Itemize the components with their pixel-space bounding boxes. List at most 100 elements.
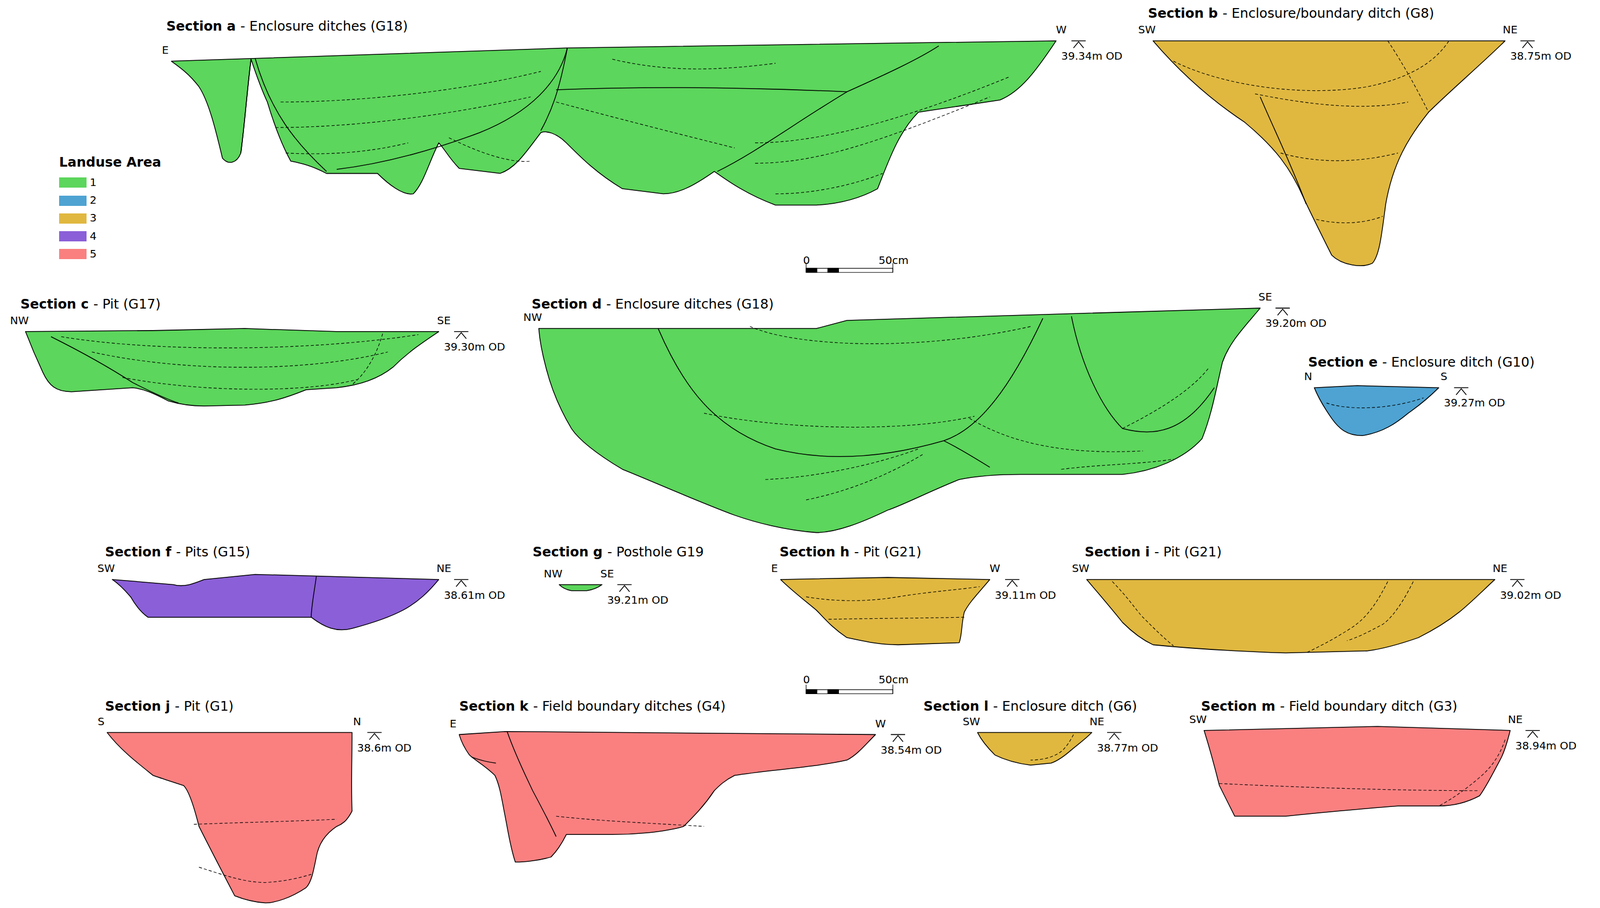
section-title: Section m — [1201, 698, 1276, 715]
section-b-outline — [1152, 40, 1505, 266]
layer-line — [280, 71, 541, 103]
level-od: 39.21m OD — [607, 593, 669, 607]
layer-line — [755, 76, 1011, 143]
layer-line — [556, 815, 705, 827]
legend-text: 3 — [89, 211, 97, 225]
section-drawing: Section i- Pit (G21)SWNE39.02m OD — [1071, 543, 1582, 656]
cut-line — [471, 756, 497, 763]
section-drawing: Section d- Enclosure ditches (G18)NWSE39… — [523, 296, 1347, 536]
datum-symbol — [454, 331, 469, 339]
legend-text: 4 — [89, 230, 97, 243]
section-subtitle: - Pit (G21) — [854, 543, 922, 561]
layer-line — [1219, 783, 1480, 791]
cut-line — [311, 576, 317, 617]
legend-swatch — [59, 213, 87, 224]
orientation-label: SE — [600, 567, 614, 581]
level-od: 38.6m OD — [356, 741, 412, 755]
section-title: Section l — [923, 698, 989, 715]
datum-symbol — [890, 734, 906, 742]
datum-symbol — [1520, 40, 1535, 48]
section-drawing: Section h- Pit (G21)EW39.11m OD — [765, 543, 1077, 649]
orientation-label: SW — [1071, 562, 1089, 576]
section-title: Section i — [1084, 543, 1150, 561]
layer-line — [91, 352, 389, 368]
section-subtitle: - Posthole G19 — [607, 543, 705, 561]
datum-symbol — [617, 584, 633, 592]
section-f-outline — [112, 574, 440, 630]
layer-line — [969, 418, 1144, 452]
orientation-label: SE — [436, 314, 451, 328]
section-title: Section h — [779, 543, 850, 561]
layer-line — [1254, 94, 1409, 107]
section-subtitle: - Pit (G1) — [174, 698, 234, 715]
legend-swatch — [59, 231, 87, 242]
scale-label: 50cm — [878, 673, 909, 687]
layer-line — [1280, 153, 1398, 161]
section-title: Section k — [458, 698, 529, 715]
orientation-label: E — [449, 717, 457, 731]
section-title: Section j — [105, 698, 171, 715]
orientation-label: NE — [1508, 713, 1524, 727]
section-l-outline — [977, 732, 1093, 766]
layer-line — [448, 137, 531, 162]
orientation-label: NE — [1089, 715, 1105, 729]
datum-symbol — [1454, 387, 1469, 395]
section-h-outline — [780, 577, 990, 645]
orientation-label: NW — [543, 567, 563, 581]
section-c-outline — [25, 328, 439, 406]
layer-line — [806, 454, 924, 500]
section-subtitle: - Pits (G15) — [175, 543, 250, 561]
orientation-label: S — [1440, 370, 1448, 384]
layer-line — [775, 173, 883, 195]
section-title: Section c — [20, 296, 89, 313]
layer-line — [61, 334, 419, 348]
orientation-label: N — [353, 715, 362, 729]
layer-line — [749, 326, 1031, 344]
cut-line — [336, 47, 568, 170]
section-subtitle: - Enclosure ditches (G18) — [240, 18, 408, 35]
legend-text: 1 — [89, 176, 97, 190]
legend-swatch — [59, 248, 87, 260]
datum-symbol — [1071, 40, 1087, 48]
layer-line — [828, 616, 965, 620]
cut-line — [1260, 96, 1307, 204]
section-j-outline — [106, 732, 353, 903]
orientation-label: SW — [97, 562, 115, 576]
section-subtitle: - Enclosure ditch (G10) — [1382, 354, 1535, 371]
layer-line — [1316, 216, 1383, 223]
section-drawing: Section b- Enclosure/boundary ditch (G8)… — [1137, 5, 1592, 271]
cut-line — [556, 45, 939, 92]
orientation-label: NE — [436, 562, 452, 576]
level-od: 39.30m OD — [443, 340, 506, 354]
section-subtitle: - Field boundary ditches (G4) — [533, 698, 726, 715]
cut-line — [717, 91, 848, 172]
layer-line — [1061, 458, 1174, 470]
legend-title: Landuse Area — [59, 154, 162, 171]
layer-line — [352, 333, 383, 385]
orientation-label: SW — [1138, 23, 1156, 37]
scale-label: 50cm — [878, 254, 909, 268]
section-drawing: Section l- Enclosure ditch (G6)SWNE38.77… — [923, 698, 1179, 768]
section-drawing: Section k- Field boundary ditches (G4)EW… — [443, 698, 963, 866]
datum-symbol — [1510, 579, 1525, 587]
layer-line — [1030, 734, 1074, 760]
section-subtitle: - Pit (G21) — [1154, 543, 1222, 561]
cut-line — [1071, 316, 1215, 432]
section-drawing: Section c- Pit (G17)NWSE39.30m OD — [10, 296, 526, 409]
legend-text: 2 — [89, 194, 97, 207]
layer-line — [1122, 367, 1209, 429]
section-title: Section b — [1148, 5, 1218, 22]
scale-label: 0 — [802, 673, 810, 687]
section-i-outline — [1086, 579, 1495, 654]
legend-swatch — [59, 177, 87, 188]
section-subtitle: - Field boundary ditch (G3) — [1279, 698, 1458, 715]
section-k-outline — [458, 731, 876, 863]
orientation-label: N — [1303, 370, 1312, 384]
datum-symbol — [1525, 730, 1540, 738]
layer-line — [806, 586, 980, 601]
orientation-label: SE — [1258, 290, 1273, 304]
level-od: 38.77m OD — [1096, 741, 1159, 755]
cut-line — [507, 731, 557, 837]
section-e-outline — [1314, 385, 1439, 436]
